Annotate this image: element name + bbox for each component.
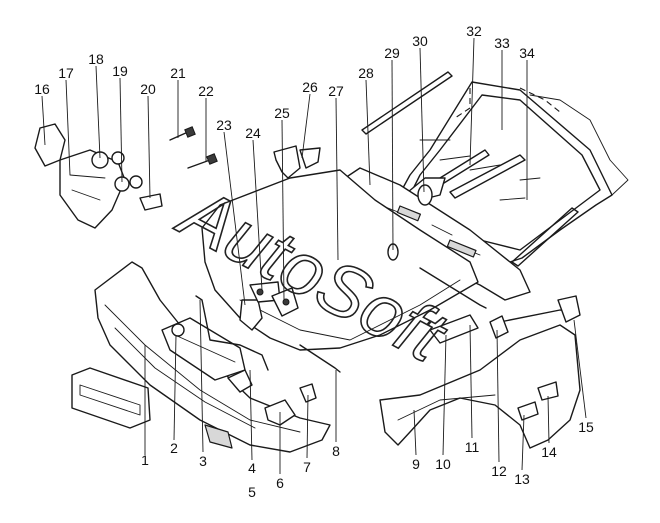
callout-11: 11 [465,439,480,455]
hood-latch [273,145,321,179]
callout-6: 6 [276,475,284,491]
callout-12: 12 [491,463,507,479]
callout-29: 29 [384,45,400,61]
callout-18: 18 [88,51,104,67]
callout-21: 21 [170,65,186,81]
callout-numbers: 1 2 3 4 5 6 7 8 9 10 11 12 13 14 15 16 1… [34,23,594,500]
callout-24: 24 [245,125,261,141]
hood-buffers [387,184,433,261]
hood-panel [201,169,479,351]
callout-28: 28 [358,65,374,81]
callout-8: 8 [332,443,340,459]
callout-14: 14 [541,444,557,460]
fender-small-parts [429,314,559,421]
callout-10: 10 [435,456,451,472]
front-bumper [94,261,331,453]
bumper-rod [195,295,269,371]
headlight-adjusters [91,151,163,211]
callout-2: 2 [170,440,178,456]
callout-19: 19 [112,63,128,79]
bolts [169,126,218,169]
callout-30: 30 [412,33,428,49]
headlight-housing [34,123,126,229]
callout-1: 1 [141,452,149,468]
callout-15: 15 [578,419,594,435]
fender-bracket [557,295,581,323]
callout-7: 7 [303,459,311,475]
callout-33: 33 [494,35,510,51]
callout-9: 9 [412,456,420,472]
callout-17: 17 [58,65,74,81]
bumper-mounts [264,383,317,426]
hood-seal [299,344,341,373]
fender-seal [419,267,487,309]
callout-25: 25 [274,105,290,121]
callout-4: 4 [248,460,256,476]
number-plate [71,367,151,429]
tow-hook [227,369,253,393]
callout-5: 5 [248,484,256,500]
callout-32: 32 [466,23,482,39]
callout-27: 27 [328,83,344,99]
fender-rod [499,309,571,323]
leader-lines [41,37,587,474]
callout-34: 34 [519,45,535,61]
callout-23: 23 [216,117,232,133]
callout-20: 20 [140,81,156,97]
hood-hinges [239,281,299,331]
fog-lamp [204,424,233,449]
callout-16: 16 [34,81,50,97]
callout-13: 13 [514,471,530,487]
callout-3: 3 [199,453,207,469]
callout-26: 26 [302,79,318,95]
callout-22: 22 [198,83,214,99]
windshield-moulding [361,71,579,267]
